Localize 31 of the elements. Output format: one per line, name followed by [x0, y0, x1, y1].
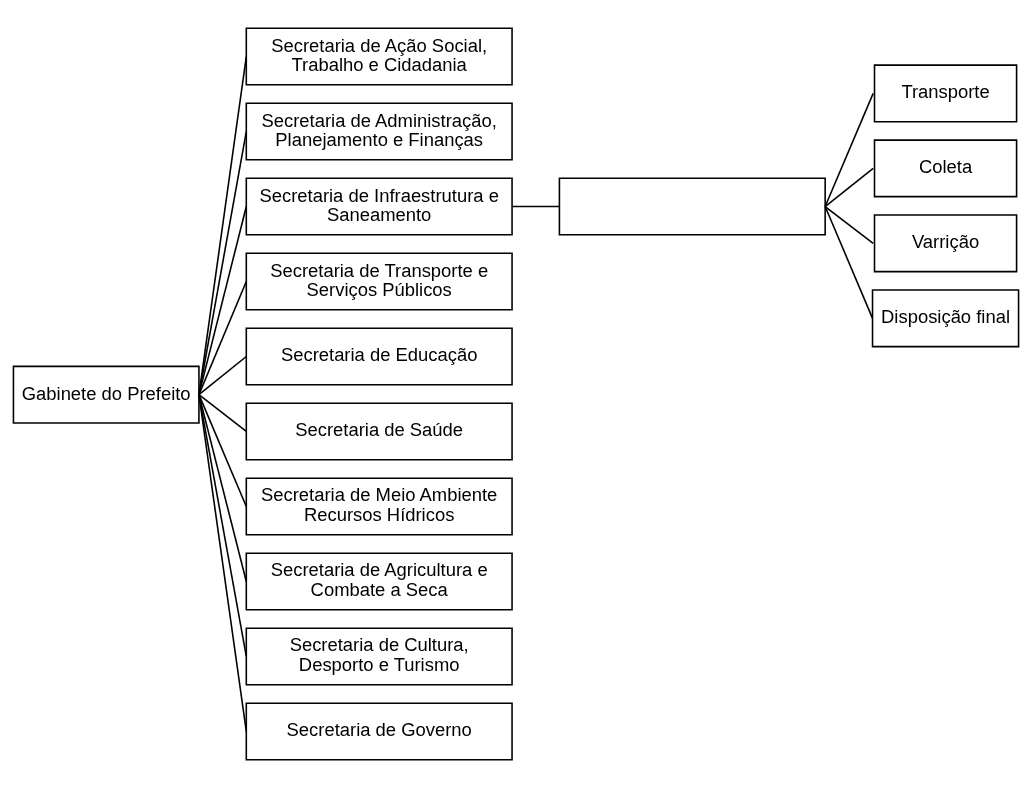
node-box: Secretaria de Saúde — [245, 401, 513, 461]
connector — [198, 393, 248, 432]
connector — [198, 393, 248, 582]
connector — [824, 205, 874, 244]
node-box: Disposição final — [871, 288, 1020, 347]
node-box: Secretaria de Agricultura e Combate a Seca — [245, 551, 513, 611]
node-box: Coleta — [873, 138, 1018, 197]
connector — [198, 393, 248, 507]
connector — [824, 205, 874, 319]
connector — [511, 205, 561, 207]
node-box: Secretaria de Infraestrutura e Saneamento — [245, 176, 513, 236]
connector — [198, 130, 248, 395]
connector — [198, 393, 248, 657]
node-box: Gabinete do Prefeito — [12, 365, 200, 424]
node-box: Secretaria de Educação — [245, 326, 513, 386]
connector — [198, 393, 248, 732]
connector — [198, 355, 248, 395]
node-box: Secretaria de Governo — [245, 701, 513, 761]
node-box: Varrição — [873, 213, 1018, 272]
node-box: Secretaria de Transporte e Serviços Públicos — [245, 251, 513, 311]
node-box: Secretaria de Cultura, Desporto e Turismo — [245, 626, 513, 686]
connector — [198, 280, 248, 395]
connector — [198, 55, 248, 395]
connector — [824, 92, 874, 207]
connector — [198, 205, 248, 395]
node-box: Secretaria de Administração, Planejamento e Finanças — [245, 101, 513, 161]
node-box: Secretaria de Meio Ambiente Recursos Hídricos — [245, 476, 513, 536]
node-box: Secretaria de Ação Social, Trabalho e Cidadania — [245, 26, 513, 86]
node-box — [558, 176, 826, 236]
node-box: Transporte — [873, 63, 1018, 122]
connector — [824, 167, 874, 207]
